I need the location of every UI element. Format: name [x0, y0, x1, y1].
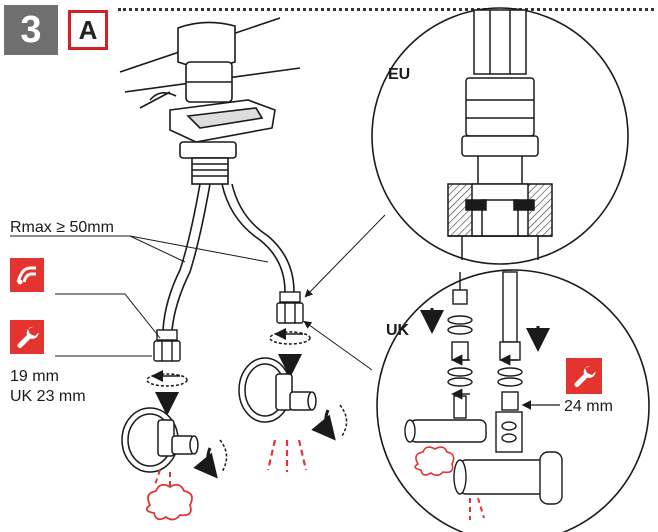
rmax-label: Rmax ≥ 50mm: [10, 219, 114, 236]
angle-valve-right: [238, 357, 317, 423]
uk-label: UK: [386, 322, 410, 339]
faucet-body: [119, 17, 301, 185]
size-label-19mm: 19 mm: [10, 368, 59, 385]
variant-label: A: [78, 14, 98, 45]
eu-label: EU: [388, 66, 411, 83]
leak-cloud-icon: [145, 483, 193, 521]
wrench-icon: [10, 320, 44, 354]
step-number-badge: 3: [4, 5, 58, 55]
step-number: 3: [20, 8, 42, 51]
size-label-24mm: 24 mm: [564, 398, 613, 415]
eu-detail-circle: [371, 7, 629, 265]
thread-seal-icon: [10, 258, 44, 292]
hose-nut-right: [276, 291, 304, 324]
variant-badge: A: [68, 10, 108, 50]
uk-detail-circle: [376, 269, 650, 532]
valve-turn-arrow-left: [193, 439, 228, 479]
faucet-handle: [177, 21, 236, 68]
water-spray-right: [266, 439, 308, 472]
flexible-hoses: [162, 183, 295, 331]
valve-turn-arrow-right: [311, 404, 348, 441]
seal-tape-glyph: [16, 266, 36, 285]
leak-cloud-icon-uk: [414, 446, 455, 477]
water-spray-left: [154, 469, 171, 487]
angle-valve-left: [121, 407, 199, 473]
rotation-arrow-left: [146, 370, 188, 387]
header-dotted-rule: [118, 8, 654, 11]
wrench-icon-detail: [566, 358, 602, 394]
leader-lines: [10, 214, 386, 371]
wrench-glyph: [17, 326, 39, 348]
size-label-uk-23mm: UK 23 mm: [10, 388, 86, 405]
wrench-glyph-detail: [574, 365, 596, 387]
hose-nut-left: [153, 329, 181, 362]
rotation-arrow-right: [269, 328, 311, 345]
